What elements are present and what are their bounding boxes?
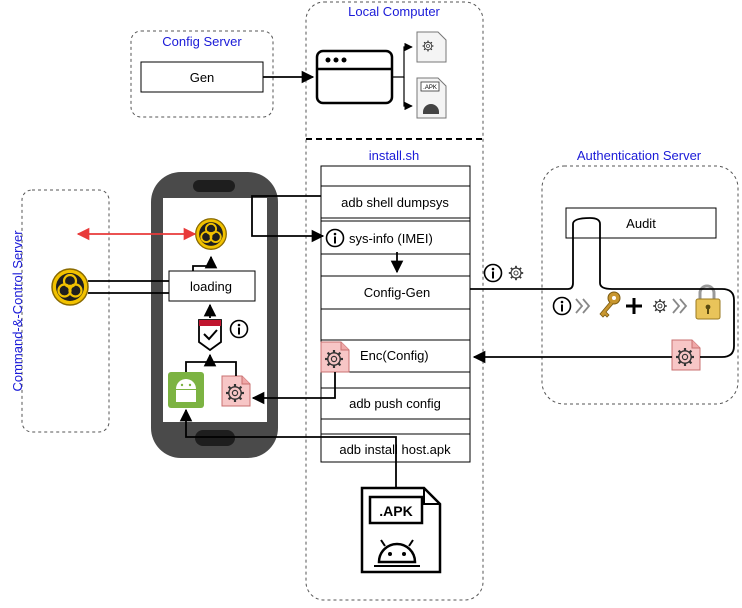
install-sh-script: install.sh adb shell dumpsys sys-info (I… [320,148,471,463]
gen-label: Gen [190,70,215,85]
config-file-icon [416,31,447,63]
audit-label: Audit [626,216,656,231]
install-sh-label: install.sh [369,148,420,163]
config-server-container: Config Server Gen [130,30,274,118]
lock-icon [695,284,721,320]
double-chevron-icon [672,298,688,314]
local-computer-label: Local Computer [348,4,440,19]
gen-box [140,61,264,93]
loading-label: loading [190,279,232,294]
gear-icon [507,264,525,282]
double-chevron-icon [575,298,591,314]
step-config-gen: Config-Gen [364,285,430,300]
biohazard-icon [50,267,90,307]
info-icon [325,228,345,248]
browser-window-icon [315,49,394,105]
info-icon [483,263,503,283]
step-enc-config: Enc(Config) [360,348,429,363]
connectors [76,70,735,488]
cnc-server-label: Command-&-Control Server [10,230,25,392]
step-adb-push-config: adb push config [349,396,441,411]
cnc-server-container: Command-&-Control Server [10,189,110,433]
android-icon [374,539,420,567]
config-file-icon [222,376,250,406]
authentication-server-label: Authentication Server [577,148,702,163]
config-server-label: Config Server [162,34,242,49]
config-file-icon [672,340,700,370]
android-icon [168,372,204,408]
step-adb-shell-dumpsys: adb shell dumpsys [341,195,449,210]
info-icon [229,319,249,339]
phone-device: loading [151,172,278,458]
apk-file-icon: .APK [416,77,447,119]
badge-check-icon [198,319,222,352]
key-icon [599,291,621,318]
apk-file-label: .APK [379,503,412,519]
config-file-icon [321,342,349,372]
biohazard-icon [194,217,228,251]
step-sys-info: sys-info (IMEI) [349,231,433,246]
apk-file-icon: .APK [360,486,442,574]
authentication-server-container: Authentication Server Audit [541,148,739,405]
svg-text:.APK: .APK [423,85,437,91]
info-icon [552,296,572,316]
plus-icon [626,298,642,314]
